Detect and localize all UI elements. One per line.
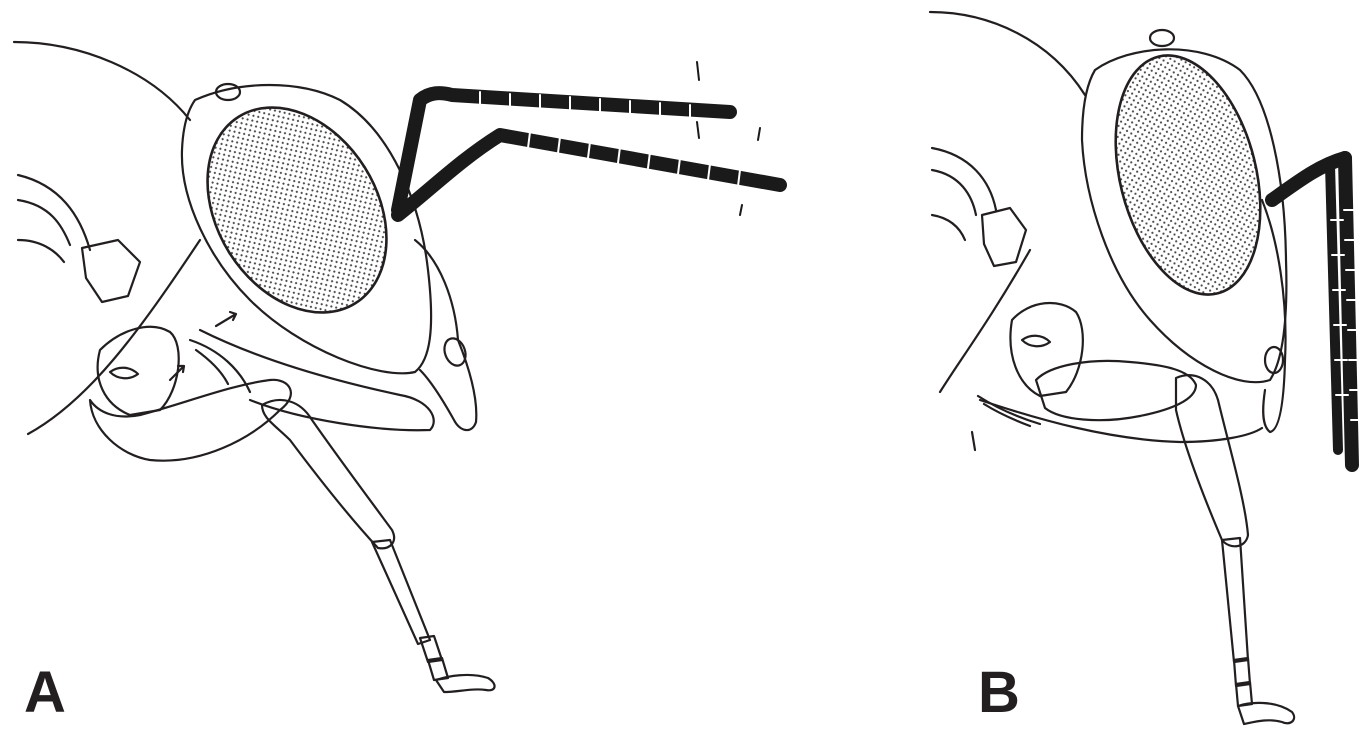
panel-a-gena: [415, 240, 476, 430]
panel-b-tarsus: [1222, 538, 1252, 706]
panel-a-arrow-1: [216, 312, 236, 326]
panel-a-mandible-node: [441, 335, 469, 368]
panel-a-claw: [436, 675, 495, 692]
panel-b-label: B: [978, 664, 1020, 722]
panel-b-coxa: [1010, 303, 1082, 396]
panel-a-antenna-marks: [697, 62, 760, 215]
panel-b-pronotum-lines: [932, 148, 996, 240]
panel-b-femur: [1036, 361, 1196, 420]
panel-b-coxa-inner: [1022, 336, 1050, 347]
panel-b-ocellus: [1150, 30, 1174, 46]
panel-b-antenna-back: [1330, 165, 1338, 450]
panel-a-label: A: [24, 664, 66, 722]
panel-a-coxa-inner: [110, 368, 138, 379]
panel-b-antenna-front: [1345, 158, 1352, 465]
panel-a-femur: [90, 380, 291, 461]
panel-b-arrow: [972, 432, 975, 450]
panel-b-claw: [1238, 703, 1294, 724]
panel-a-antennae: [398, 62, 780, 215]
panel-a-thorax-outline: [14, 42, 190, 120]
panel-a-proboscis: [200, 330, 434, 430]
panel-a-tarsus: [372, 540, 448, 680]
panel-a-pronotum-lines: [18, 175, 90, 262]
panel-b-spiracle-plate: [982, 208, 1026, 266]
panel-b-mandible-node: [1265, 347, 1283, 373]
panel-b-drawing: [930, 12, 1294, 724]
panel-b-labrum-lines: [978, 396, 1040, 426]
panel-a-drawing: [14, 42, 495, 692]
panel-a-compound-eye: [171, 74, 423, 345]
panel-b-thorax-outline: [930, 12, 1085, 95]
panel-b-compound-eye: [1093, 40, 1284, 310]
panel-b-gena: [1262, 200, 1286, 432]
